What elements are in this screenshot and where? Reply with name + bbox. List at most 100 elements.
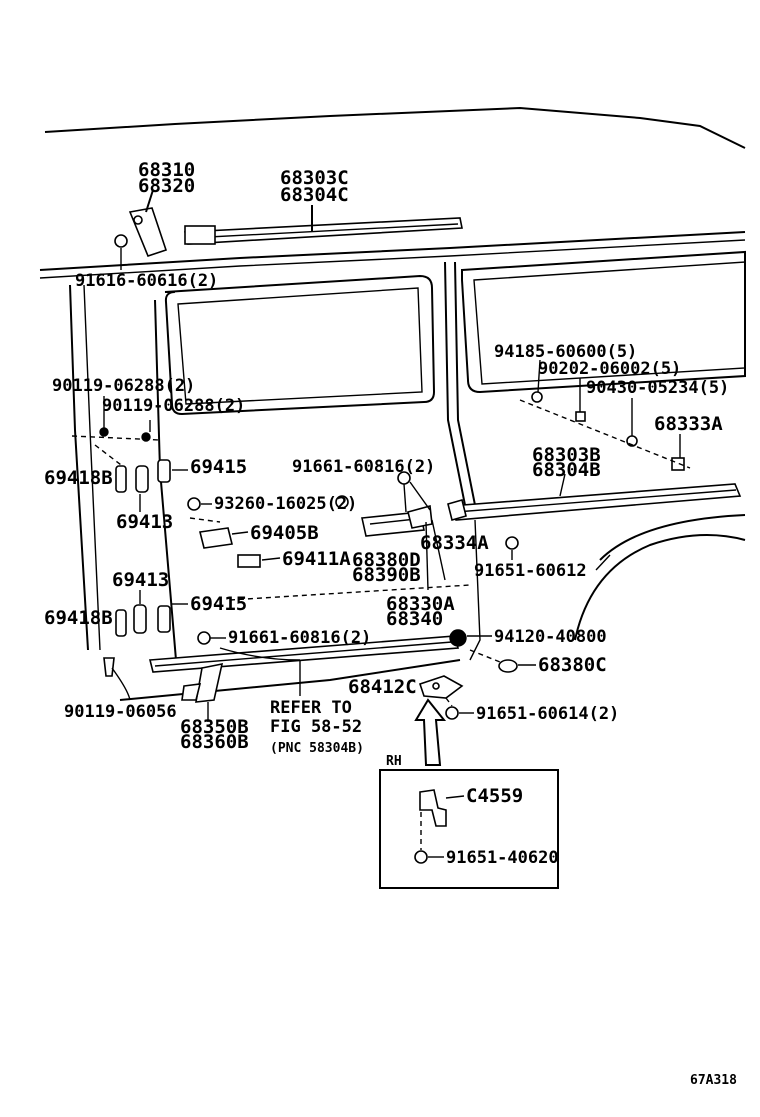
label-68303C: 68303C <box>280 167 349 189</box>
left-fasteners <box>71 396 161 469</box>
dashed-68380C <box>469 649 501 663</box>
label-69413-top: 69413 <box>116 511 173 533</box>
clip-dashed-line-top <box>94 444 126 469</box>
label-69413-bottom: 69413 <box>112 569 169 591</box>
label-94120: 94120-40800 <box>494 627 607 647</box>
label-90119-06056: 90119-06056 <box>64 702 177 722</box>
label-91651-60612: 91651-60612 <box>474 561 587 581</box>
label-90430: 90430-05234(5) <box>586 378 729 398</box>
label-68334A: 68334A <box>420 532 489 554</box>
bracket-69405B <box>199 527 233 549</box>
label-68360B: 68360B <box>180 731 249 753</box>
leader-68303B <box>559 473 566 497</box>
clip-group-top <box>115 459 188 512</box>
rear-rail-groove <box>455 489 737 513</box>
arrow-icon <box>414 698 447 766</box>
leader-91651-60612-arc <box>595 554 611 571</box>
lower-rail-68303B <box>447 473 742 521</box>
nut-91661-top-icon <box>335 495 349 509</box>
rh-inset-frame <box>379 769 559 889</box>
rear-window-inner <box>473 261 746 385</box>
upper-rail-68303C <box>183 205 463 245</box>
label-91651-40620: 91651-40620 <box>446 848 559 868</box>
lower-left-group <box>103 657 224 722</box>
bracket-68310 <box>114 189 168 270</box>
bracket-body <box>128 207 168 257</box>
label-91661-top: 91661-60816(2) <box>292 457 435 477</box>
latch-68334A <box>407 504 433 529</box>
clip-69415-top <box>157 459 171 483</box>
upper-belt-line <box>39 231 746 271</box>
clip-69415-bottom <box>157 605 171 633</box>
screw-90119a-icon <box>99 427 109 437</box>
clip-69413-bottom <box>133 604 147 634</box>
rear-fastener-dashed <box>519 399 691 469</box>
label-69418B-top: 69418B <box>44 467 113 489</box>
leader-68334A <box>409 481 431 511</box>
clip-69418B-bottom <box>115 609 127 637</box>
leader-91661-top <box>403 483 407 513</box>
label-68304C: 68304C <box>280 184 349 206</box>
label-94185: 94185-60600(5) <box>494 342 637 362</box>
nut-91651-60612-icon <box>505 536 519 550</box>
van-body-outline <box>39 106 746 701</box>
bracket-hole <box>133 215 143 225</box>
front-window-inner <box>177 287 423 405</box>
nut-94120-icon <box>449 629 467 647</box>
bolt-90119-06056-icon <box>103 657 115 677</box>
label-93260: 93260-16025(2) <box>214 494 357 514</box>
label-69418B-bottom: 69418B <box>44 607 113 629</box>
rod-68330A <box>431 519 446 581</box>
label-68303B: 68303B <box>532 444 601 466</box>
clip-90202-icon <box>575 411 586 422</box>
label-69415-top: 69415 <box>190 456 247 478</box>
door-handle-group <box>335 471 446 591</box>
clip-group-bottom <box>115 590 188 637</box>
label-refer-line2: FIG 58-52 <box>270 717 362 737</box>
label-91651-60614: 91651-60614(2) <box>476 704 619 724</box>
step-rail <box>148 631 460 696</box>
rh-arrow <box>414 698 447 766</box>
striker-68412C-group <box>418 675 474 720</box>
bracket-C4559 <box>419 789 447 827</box>
label-68330A: 68330A <box>386 593 455 615</box>
label-68380C: 68380C <box>538 654 607 676</box>
label-69415-bottom: 69415 <box>190 593 247 615</box>
dashed-91651-60614 <box>445 697 453 707</box>
rod-68330A-2 <box>425 521 429 591</box>
leader-90119-06056 <box>111 667 131 701</box>
label-68412C: 68412C <box>348 676 417 698</box>
label-68350B: 68350B <box>180 716 249 738</box>
nut-91651-60614-icon <box>445 706 459 720</box>
left-body-edge <box>69 284 89 651</box>
upper-belt-line-inner <box>39 239 746 279</box>
clip-68333A-icon <box>671 457 685 471</box>
label-90202: 90202-06002(5) <box>538 359 681 379</box>
wheel-arch-upper <box>599 514 746 561</box>
door-handle <box>361 511 425 537</box>
door-handle-grip <box>369 518 417 525</box>
label-68320: 68320 <box>138 175 195 197</box>
clip-69418B-top <box>115 465 127 493</box>
part-69411A <box>237 554 261 568</box>
left-body-edge-2 <box>83 284 101 651</box>
label-refer-line3: (PNC 58304B) <box>270 741 364 756</box>
dashed-93260 <box>189 517 221 523</box>
label-91616: 91616-60616(2) <box>75 271 218 291</box>
bracket-68350B <box>195 662 224 703</box>
label-69411A: 69411A <box>282 548 351 570</box>
label-90119a: 90119-06288(2) <box>52 376 195 396</box>
nut-grommet-group <box>449 629 536 673</box>
label-68333A: 68333A <box>654 413 723 435</box>
nut-91651-60612-group <box>505 536 611 571</box>
upper-rail-end-cap <box>184 225 216 245</box>
step-rail-curve <box>219 647 301 661</box>
rear-door-seam-2 <box>454 261 477 511</box>
roof-line <box>44 106 746 149</box>
label-rh: RH <box>386 754 402 769</box>
label-91661-bottom: 91661-60816(2) <box>228 628 371 648</box>
nut-94185-icon <box>531 391 543 403</box>
mid-body-dashed-line <box>229 584 471 601</box>
rh-inset <box>379 769 559 889</box>
